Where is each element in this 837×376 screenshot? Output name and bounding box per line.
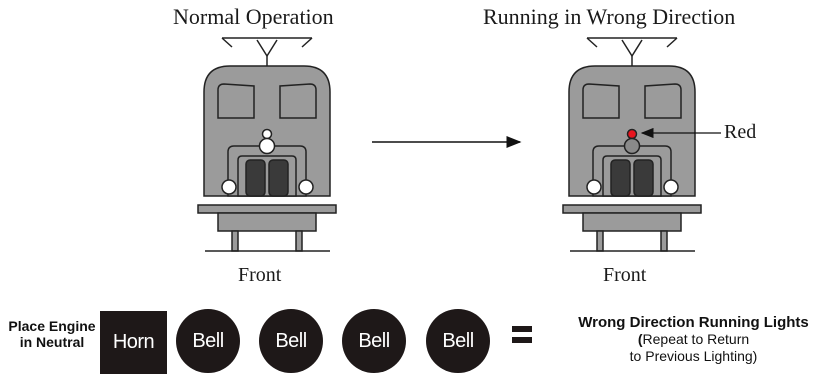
- red-light-icon: [626, 128, 638, 140]
- locomotive-normal: [197, 37, 337, 252]
- wrong-direction-title: Running in Wrong Direction: [483, 4, 736, 29]
- bell-button-icon: Bell: [176, 309, 240, 373]
- bell-button-icon: Bell: [259, 309, 323, 373]
- top-light-icon: [261, 128, 273, 140]
- marker-light-icon: [663, 179, 679, 195]
- marker-light-icon: [221, 179, 237, 195]
- result-line-2: to Previous Lighting): [629, 348, 758, 364]
- front-label-right: Front: [603, 264, 647, 286]
- headlight-icon: [258, 137, 276, 155]
- pantograph-left: [221, 37, 313, 66]
- result-paren: (: [637, 331, 643, 347]
- headlight-off-icon: [623, 137, 641, 155]
- pantograph-right: [586, 37, 678, 66]
- result-title: Wrong Direction Running Lights: [578, 314, 809, 331]
- red-callout-label: Red: [724, 121, 757, 143]
- marker-light-icon: [586, 179, 602, 195]
- marker-light-icon: [298, 179, 314, 195]
- place-engine-neutral-label: Place Engine in Neutral: [8, 318, 96, 350]
- normal-operation-title: Normal Operation: [173, 4, 334, 29]
- result-line-1: (Repeat to Return: [550, 331, 837, 348]
- equals-sign: [512, 326, 532, 350]
- front-label-left: Front: [238, 264, 282, 286]
- locomotive-wrong-direction: [562, 37, 702, 252]
- result-description: Wrong Direction Running Lights (Repeat t…: [550, 314, 837, 365]
- result-line-1-text: Repeat to Return: [642, 331, 750, 347]
- horn-button-icon: Horn: [100, 311, 167, 374]
- bell-button-icon: Bell: [426, 309, 490, 373]
- bell-button-icon: Bell: [342, 309, 406, 373]
